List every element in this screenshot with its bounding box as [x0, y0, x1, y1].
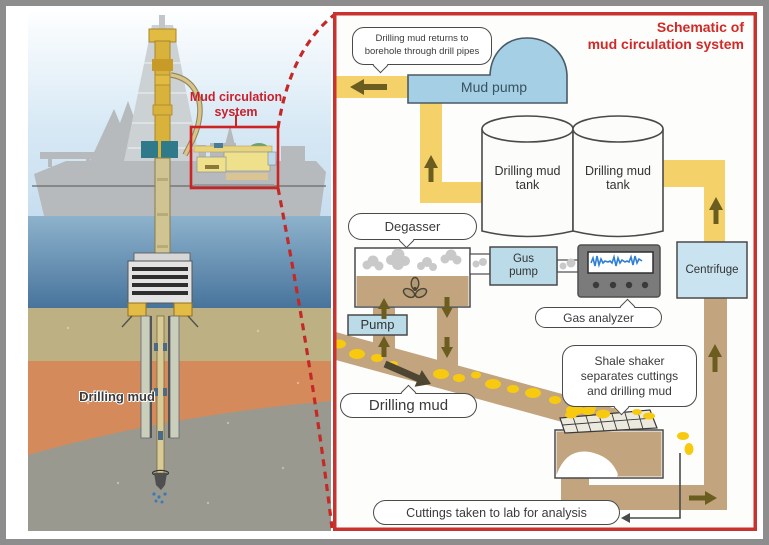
schematic-title: Schematic of mud circulation system — [587, 19, 744, 52]
mud-pump-label: Mud pump — [460, 79, 528, 96]
mud-pump-shape — [407, 37, 568, 104]
centrifuge-shape — [676, 241, 748, 299]
callout-drilling-mud: Drilling mud — [340, 385, 477, 418]
drill-bit — [151, 469, 170, 504]
schematic-art — [321, 12, 757, 531]
gas-analyzer-device — [577, 244, 661, 298]
analyzer-buttons — [592, 281, 649, 289]
pump-label: Pump — [360, 316, 395, 332]
drilling-mud-ground-label: Drilling mud — [79, 389, 155, 404]
flow-arrows — [350, 79, 723, 505]
shale-shaker-shape — [554, 409, 664, 479]
gus-pump-label: Gus pump — [509, 253, 538, 278]
callout-shale-shaker: Shale shaker separates cuttings and dril… — [562, 345, 697, 415]
seafloor-layers — [28, 13, 331, 531]
ship-illustration — [28, 13, 331, 531]
callout-text: Degasser — [384, 219, 441, 234]
derrick — [124, 15, 203, 161]
drillship-panel: Mud circulation system Drilling mud — [28, 13, 331, 531]
schematic-panel: Schematic of mud circulation system Mud … — [321, 12, 757, 531]
callout-text: Shale shaker separates cuttings and dril… — [580, 353, 679, 398]
cuttings-mud-pipe — [561, 298, 727, 510]
callout-text: Drilling mud — [368, 397, 449, 414]
callout-degasser: Degasser — [348, 213, 477, 248]
callout-cuttings: Cuttings taken to lab for analysis — [373, 500, 620, 525]
cuttings-lab-arrow — [621, 453, 681, 523]
pump-shape — [347, 314, 408, 336]
propeller-icon — [402, 276, 428, 299]
tank-right-label: Drilling mud tank — [585, 164, 651, 192]
bop-stack — [121, 252, 199, 328]
gus-pump-shape — [489, 246, 558, 286]
callout-gas-analyzer: Gas analyzer — [535, 299, 662, 328]
well-casing — [140, 315, 180, 474]
gas-cloud — [362, 248, 576, 271]
centrifuge-label: Centrifuge — [685, 263, 739, 276]
waveform-icon — [590, 254, 643, 268]
mud-circulation-system-label: Mud circulation system — [189, 90, 283, 119]
tank-left-label: Drilling mud tank — [494, 164, 561, 192]
callout-mud-returns: Drilling mud returns to borehole through… — [352, 27, 492, 73]
callout-text: Cuttings taken to lab for analysis — [406, 505, 587, 520]
drilling-mud-tank-shapes — [481, 115, 664, 238]
callout-text: Drilling mud returns to borehole through… — [364, 33, 480, 57]
mud-flow-arrow — [383, 360, 431, 387]
mud-circulation-zoom-box — [189, 115, 280, 190]
schematic-border — [333, 12, 757, 531]
callout-text: Gas analyzer — [563, 310, 634, 325]
